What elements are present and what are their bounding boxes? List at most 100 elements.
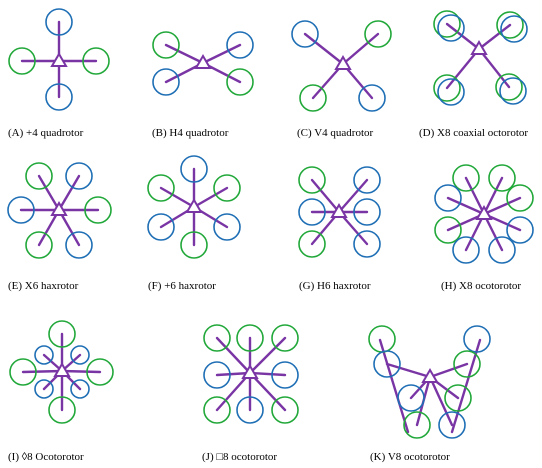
diamond8-caption: (I) ◊8 Ocotorotor bbox=[8, 451, 84, 463]
rotor-green bbox=[152, 31, 180, 59]
h6-diagram: (G) H6 haxrotor bbox=[298, 166, 381, 292]
rotor-blue bbox=[488, 236, 516, 264]
rotor-green bbox=[434, 216, 462, 244]
x6-diagram: (E) X6 haxrotor bbox=[7, 162, 112, 292]
arm bbox=[248, 371, 287, 377]
rotor-green bbox=[86, 358, 114, 386]
arm bbox=[215, 336, 252, 375]
rotor-blue bbox=[452, 236, 480, 264]
plus6-caption: (F) +6 haxrotor bbox=[148, 280, 216, 292]
arm bbox=[21, 369, 64, 374]
rotor-green bbox=[82, 47, 110, 75]
body-triangle bbox=[421, 368, 439, 383]
arm bbox=[428, 375, 454, 427]
v8-diagram: (K) V8 ocotorotor bbox=[368, 325, 491, 463]
rotor-blue bbox=[7, 196, 35, 224]
arm bbox=[215, 371, 252, 377]
rotor-blue bbox=[65, 231, 93, 259]
rotor-blue bbox=[397, 384, 425, 412]
arm bbox=[215, 371, 252, 412]
rotor-green bbox=[25, 162, 53, 190]
plus6-diagram: (F) +6 haxrotor bbox=[147, 155, 241, 292]
x8-coaxial-diagram: (D) X8 coaxial octorotor bbox=[419, 10, 528, 139]
rotor-green bbox=[84, 196, 112, 224]
arm bbox=[201, 43, 242, 65]
rotor-green bbox=[271, 396, 299, 424]
arm bbox=[445, 47, 481, 90]
rotor-green bbox=[403, 411, 431, 439]
plus4-diagram: (A) +4 quadrotor bbox=[8, 8, 110, 139]
rotor-green bbox=[25, 231, 53, 259]
rotor-blue bbox=[45, 8, 73, 36]
rotor-blue bbox=[236, 396, 264, 424]
rotor-blue bbox=[70, 379, 90, 399]
rotor-blue bbox=[298, 198, 326, 226]
rotor-green bbox=[271, 324, 299, 352]
rotor-blue bbox=[353, 198, 381, 226]
square8-caption: (J) □8 ocotorotor bbox=[202, 451, 277, 463]
body-triangle bbox=[330, 203, 348, 218]
frame-bar bbox=[450, 338, 482, 434]
diamond8-diagram: (I) ◊8 Ocotorotor bbox=[8, 320, 114, 463]
rotor-green bbox=[496, 11, 524, 39]
arm bbox=[248, 371, 287, 412]
rotor-green bbox=[488, 164, 516, 192]
rotor-green bbox=[9, 358, 37, 386]
h4-caption: (B) H4 quadrotor bbox=[152, 127, 229, 139]
x8-coaxial-caption: (D) X8 coaxial octorotor bbox=[419, 127, 528, 139]
rotor-green bbox=[444, 384, 472, 412]
arm bbox=[482, 196, 522, 216]
rotor-blue bbox=[226, 31, 254, 59]
rotor-green bbox=[48, 396, 76, 424]
arm bbox=[464, 176, 486, 216]
rotor-blue bbox=[506, 216, 534, 244]
arm bbox=[477, 23, 512, 51]
rotor-green bbox=[433, 10, 461, 38]
rotor-blue bbox=[353, 230, 381, 258]
body-triangle bbox=[334, 55, 352, 70]
rotor-blue bbox=[147, 213, 175, 241]
rotor-green bbox=[452, 164, 480, 192]
rotor-blue bbox=[180, 155, 208, 183]
rotor-blue bbox=[203, 361, 231, 389]
rotor-green bbox=[203, 324, 231, 352]
arm bbox=[248, 336, 287, 375]
arm bbox=[57, 174, 81, 212]
arm bbox=[310, 178, 341, 214]
h4-diagram: (B) H4 quadrotor bbox=[152, 31, 254, 139]
rotor-blue bbox=[291, 20, 319, 48]
rotor-blue bbox=[65, 162, 93, 190]
body-triangle bbox=[194, 54, 212, 69]
rotor-blue bbox=[70, 345, 90, 365]
arm bbox=[482, 176, 504, 216]
body-triangle bbox=[470, 40, 488, 55]
rotor-blue bbox=[437, 14, 465, 42]
arm bbox=[445, 22, 481, 51]
rotor-blue bbox=[34, 379, 54, 399]
body-triangle bbox=[475, 205, 493, 220]
rotor-green bbox=[506, 184, 534, 212]
rotor-blue bbox=[463, 325, 491, 353]
arm bbox=[37, 174, 61, 212]
rotor-blue bbox=[500, 15, 528, 43]
arm bbox=[164, 43, 205, 65]
body-triangle bbox=[185, 198, 203, 213]
v4-diagram: (C) V4 quadrotor bbox=[291, 20, 392, 139]
arm bbox=[446, 196, 486, 216]
v8-caption: (K) V8 ocotorotor bbox=[370, 451, 450, 463]
rotor-blue bbox=[34, 345, 54, 365]
rotor-blue bbox=[373, 350, 401, 378]
rotor-blue bbox=[152, 68, 180, 96]
rotor-blue bbox=[437, 78, 465, 106]
frame-bar bbox=[378, 338, 410, 434]
rotor-blue bbox=[358, 84, 386, 112]
rotor-green bbox=[48, 320, 76, 348]
arm bbox=[159, 186, 196, 209]
rotor-green bbox=[433, 74, 461, 102]
rotor-green bbox=[453, 350, 481, 378]
rotor-blue bbox=[438, 411, 466, 439]
rotor-green bbox=[299, 84, 327, 112]
body-triangle bbox=[53, 362, 71, 377]
body-triangle bbox=[50, 52, 68, 67]
